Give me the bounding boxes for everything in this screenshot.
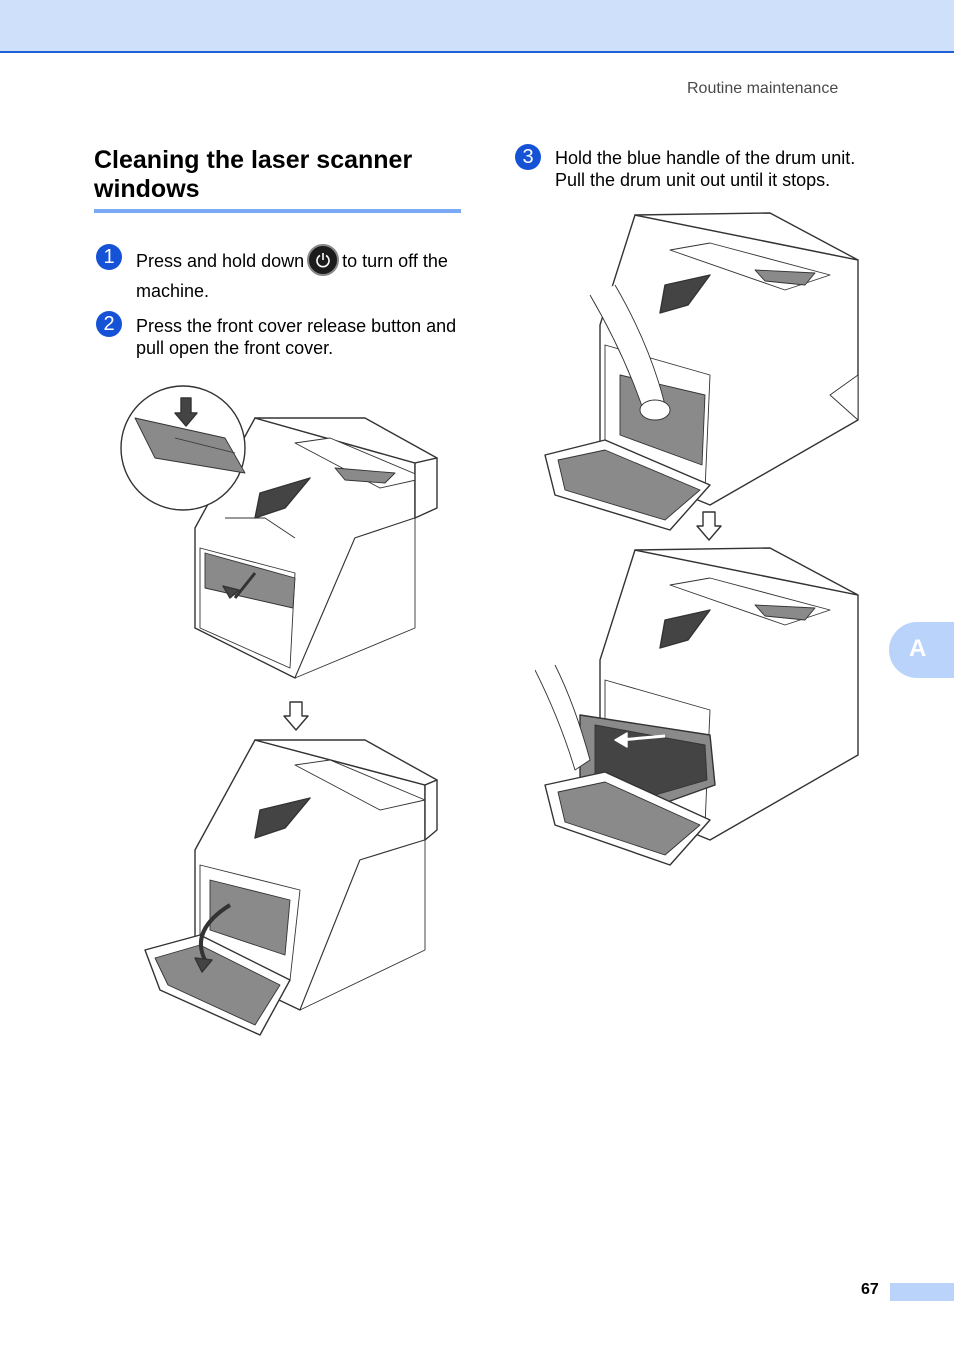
power-button-icon (307, 244, 340, 276)
printer-front-cover-open-illustration (144, 739, 438, 1036)
step-3-badge: 3 (515, 144, 541, 170)
down-arrow-icon (283, 701, 309, 731)
step-1-badge: 1 (96, 244, 122, 270)
page-number-box (890, 1283, 954, 1301)
section-title: Cleaning the laser scanner windows (94, 146, 413, 203)
step-2-text: Press the front cover release button and… (136, 316, 457, 358)
down-arrow-icon (696, 511, 722, 541)
step-2-badge: 2 (96, 311, 122, 337)
printer-front-cover-closed-illustration (120, 385, 438, 679)
appendix-tab: A (889, 622, 954, 678)
top-header-band (0, 0, 954, 53)
step-1-text-before: Press and hold down (136, 250, 305, 271)
appendix-tab-label: A (909, 635, 927, 662)
step-1-text-after: to turn off the machine. (136, 250, 448, 301)
running-header: Routine maintenance (687, 80, 839, 97)
drum-unit-handle-illustration (544, 212, 859, 531)
title-underline (94, 209, 461, 213)
drum-unit-pulled-out-illustration (535, 547, 859, 866)
page-number: 67 (861, 1281, 879, 1298)
step-3-text: Hold the blue handle of the drum unit. P… (555, 148, 856, 190)
